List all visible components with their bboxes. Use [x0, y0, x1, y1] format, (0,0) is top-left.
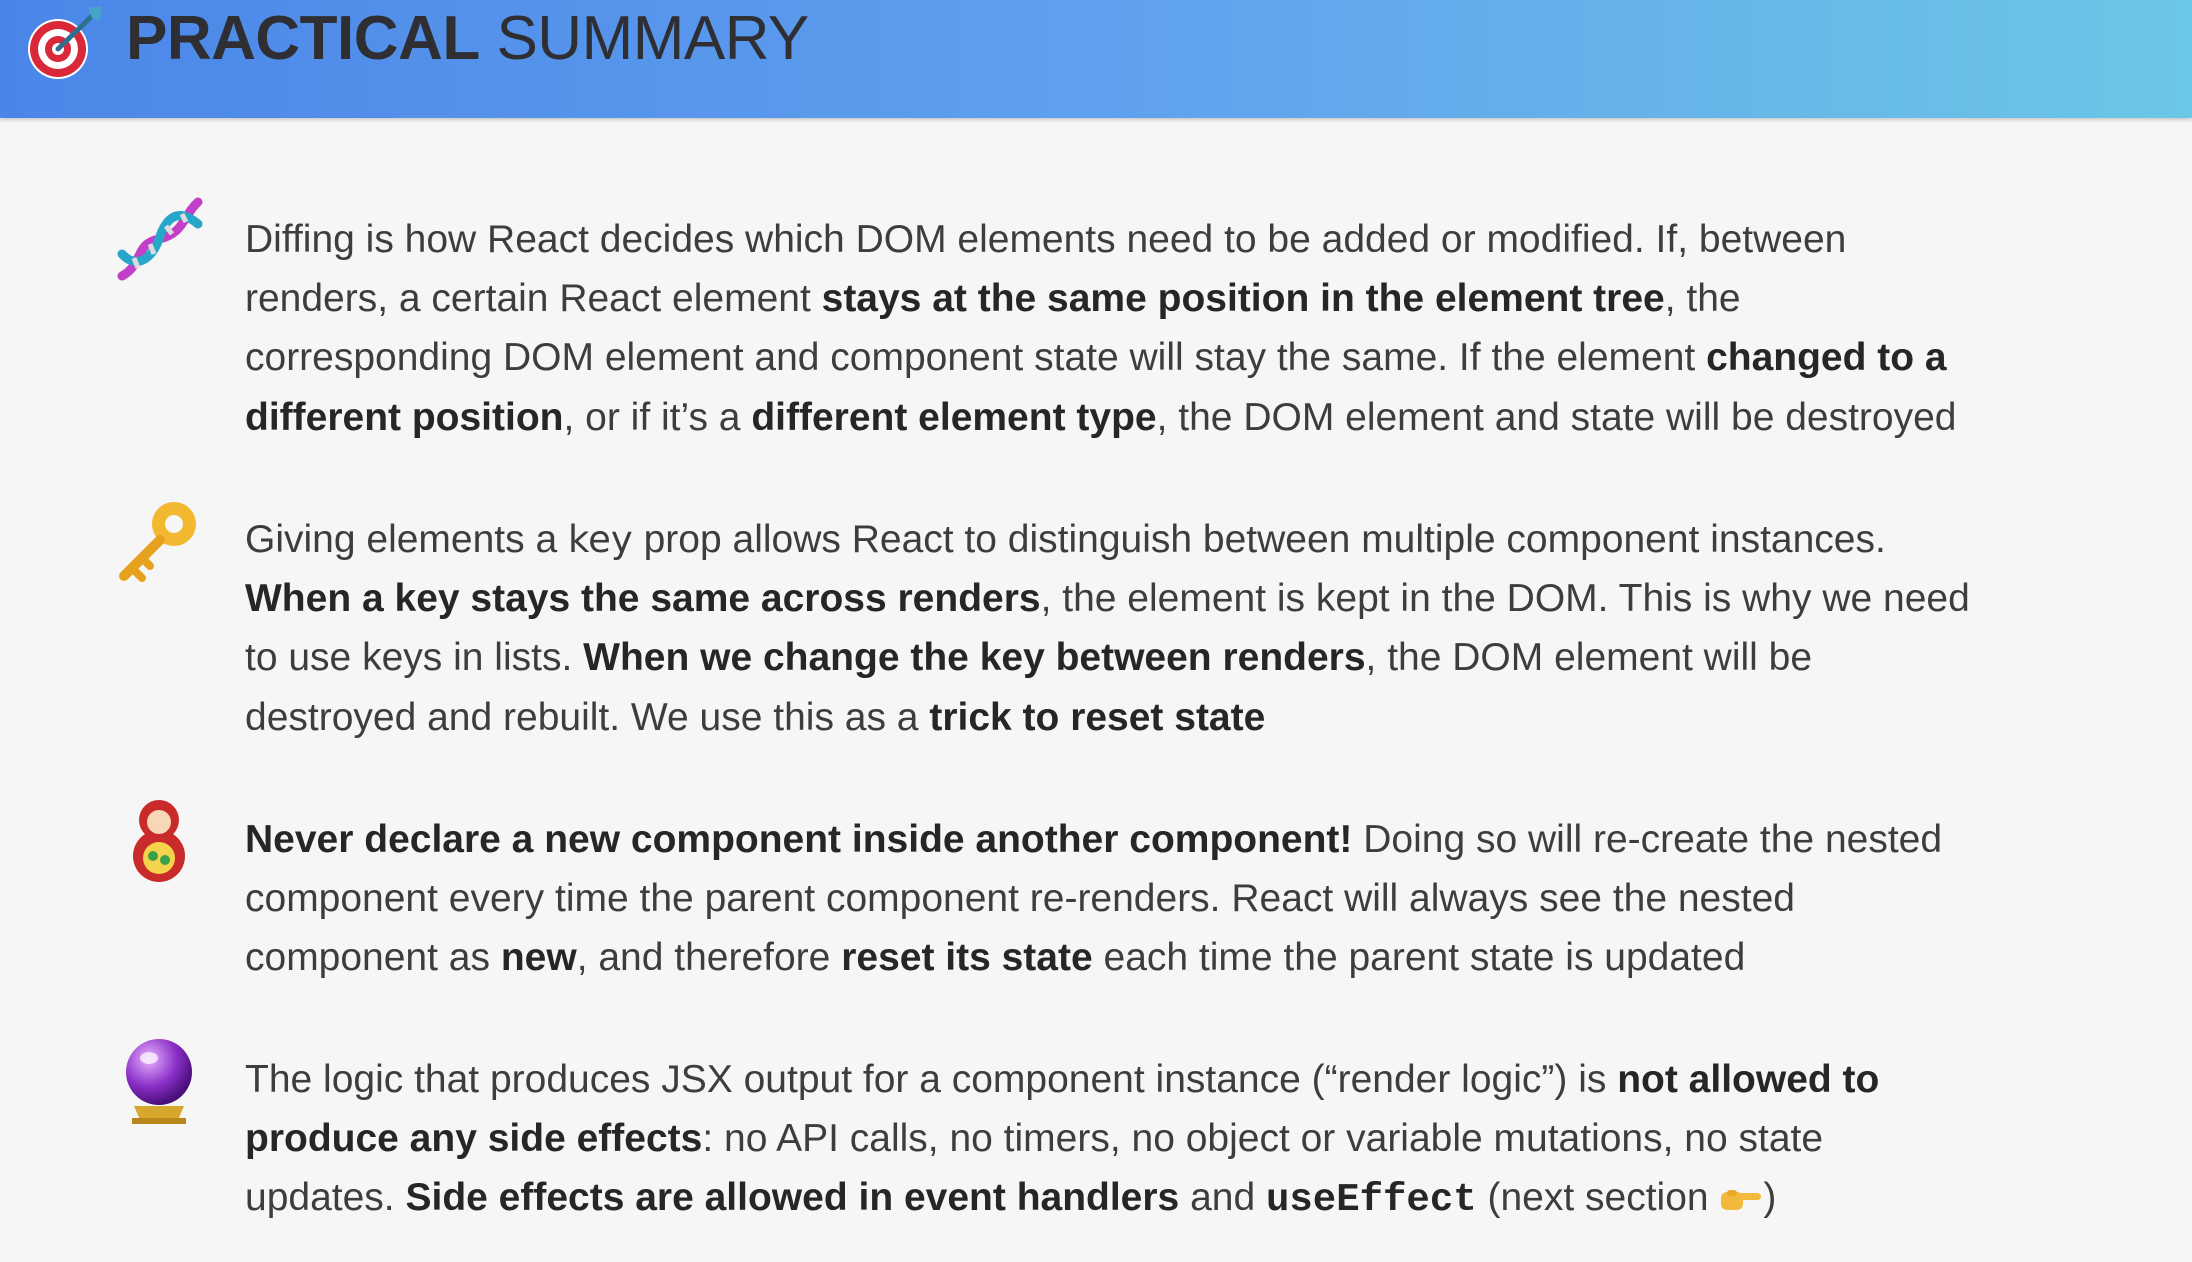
text-line: produce any side effects: no API calls, …: [245, 1109, 2145, 1168]
page-title: PRACTICAL SUMMARY: [126, 0, 809, 78]
text-line: different position, or if it’s a differe…: [245, 388, 2145, 447]
page-title-rest: SUMMARY: [496, 4, 809, 73]
text-line: component every time the parent componen…: [245, 869, 2145, 928]
text-line: When a key stays the same across renders…: [245, 569, 2145, 628]
bold-phrase: When a key stays the same across renders: [245, 577, 1041, 621]
crystal-ball-icon: [126, 1039, 192, 1124]
text-line: Diffing is how React decides which DOM e…: [245, 210, 2145, 269]
text-line: component as new, and therefore reset it…: [245, 928, 2145, 987]
target-dart-icon: [28, 6, 102, 79]
bold-phrase: new: [500, 936, 577, 980]
bold-phrase: When we change the key between renders: [583, 636, 1366, 680]
dna-icon: [117, 197, 203, 281]
text-segment: , the DOM element will be: [1365, 636, 1813, 680]
bold-phrase: Side effects are allowed in event handle…: [405, 1176, 1180, 1220]
bold-phrase: not allowed to: [1617, 1058, 1880, 1101]
text-segment: prop allows React to distinguish between…: [632, 518, 1886, 561]
summary-text: Giving elements a key prop allows React …: [245, 510, 2145, 747]
summary-text: Diffing is how React decides which DOM e…: [245, 210, 2145, 447]
text-segment: Diffing is how React decides which DOM e…: [245, 218, 1847, 261]
text-segment: and: [1179, 1176, 1266, 1220]
page-title-bold: PRACTICAL: [126, 4, 480, 73]
code-term: key: [568, 518, 633, 561]
text-line: destroyed and rebuilt. We use this as a …: [245, 688, 2145, 747]
text-segment: to use keys in lists.: [245, 636, 584, 680]
text-segment: , or if it’s a: [563, 395, 752, 439]
text-line: updates. Side effects are allowed in eve…: [245, 1168, 2145, 1227]
bold-phrase: reset its state: [841, 936, 1093, 980]
text-segment: updates.: [245, 1176, 406, 1220]
text-segment: each time the parent state is updated: [1092, 936, 1746, 980]
text-line: The logic that produces JSX output for a…: [245, 1050, 2145, 1109]
summary-text: Never declare a new component inside ano…: [245, 810, 2145, 988]
text-segment: , and therefore: [576, 936, 842, 980]
bold-phrase: different element type: [751, 395, 1157, 439]
header-bar: PRACTICAL SUMMARY: [0, 0, 2192, 118]
bold-phrase: Never declare a new component inside ano…: [245, 818, 1353, 861]
text-segment: : no API calls, no timers, no object or …: [702, 1117, 1824, 1161]
text-segment: ): [1763, 1176, 1777, 1220]
text-line: renders, a certain React element stays a…: [245, 269, 2145, 328]
text-segment: component as: [245, 936, 501, 980]
text-line: corresponding DOM element and component …: [245, 328, 2145, 387]
pointing-right-hand-icon: [1721, 1190, 1762, 1211]
nesting-dolls-icon: [133, 800, 185, 882]
bold-phrase: produce any side effects: [245, 1117, 703, 1161]
bold-phrase: stays at the same position in the elemen…: [821, 277, 1665, 321]
bold-phrase: changed to a: [1706, 336, 1947, 380]
text-segment: , the DOM element and state will be dest…: [1156, 395, 1957, 439]
text-segment: The logic that produces JSX output for a…: [245, 1058, 1618, 1101]
text-line: Giving elements a key prop allows React …: [245, 510, 2145, 569]
bold-phrase: trick to reset state: [929, 695, 1266, 739]
text-segment: destroyed and rebuilt. We use this as a: [245, 695, 930, 739]
bold-phrase: different position: [245, 395, 564, 439]
text-segment: , the element is kept in the DOM. This i…: [1040, 577, 1970, 621]
text-line: to use keys in lists. When we change the…: [245, 628, 2145, 687]
text-segment: , the: [1664, 277, 1741, 321]
key-icon: [119, 502, 196, 582]
summary-text: The logic that produces JSX output for a…: [245, 1050, 2145, 1228]
text-segment: Doing so will re-create the nested: [1352, 818, 1943, 861]
text-segment: component every time the parent componen…: [245, 877, 1795, 921]
text-line: Never declare a new component inside ano…: [245, 810, 2145, 869]
text-segment: corresponding DOM element and component …: [245, 336, 1707, 380]
text-segment: renders, a certain React element: [245, 277, 822, 321]
text-segment: (next section: [1476, 1176, 1720, 1220]
text-segment: Giving elements a: [245, 518, 568, 561]
code-term: useEffect: [1266, 1178, 1477, 1223]
